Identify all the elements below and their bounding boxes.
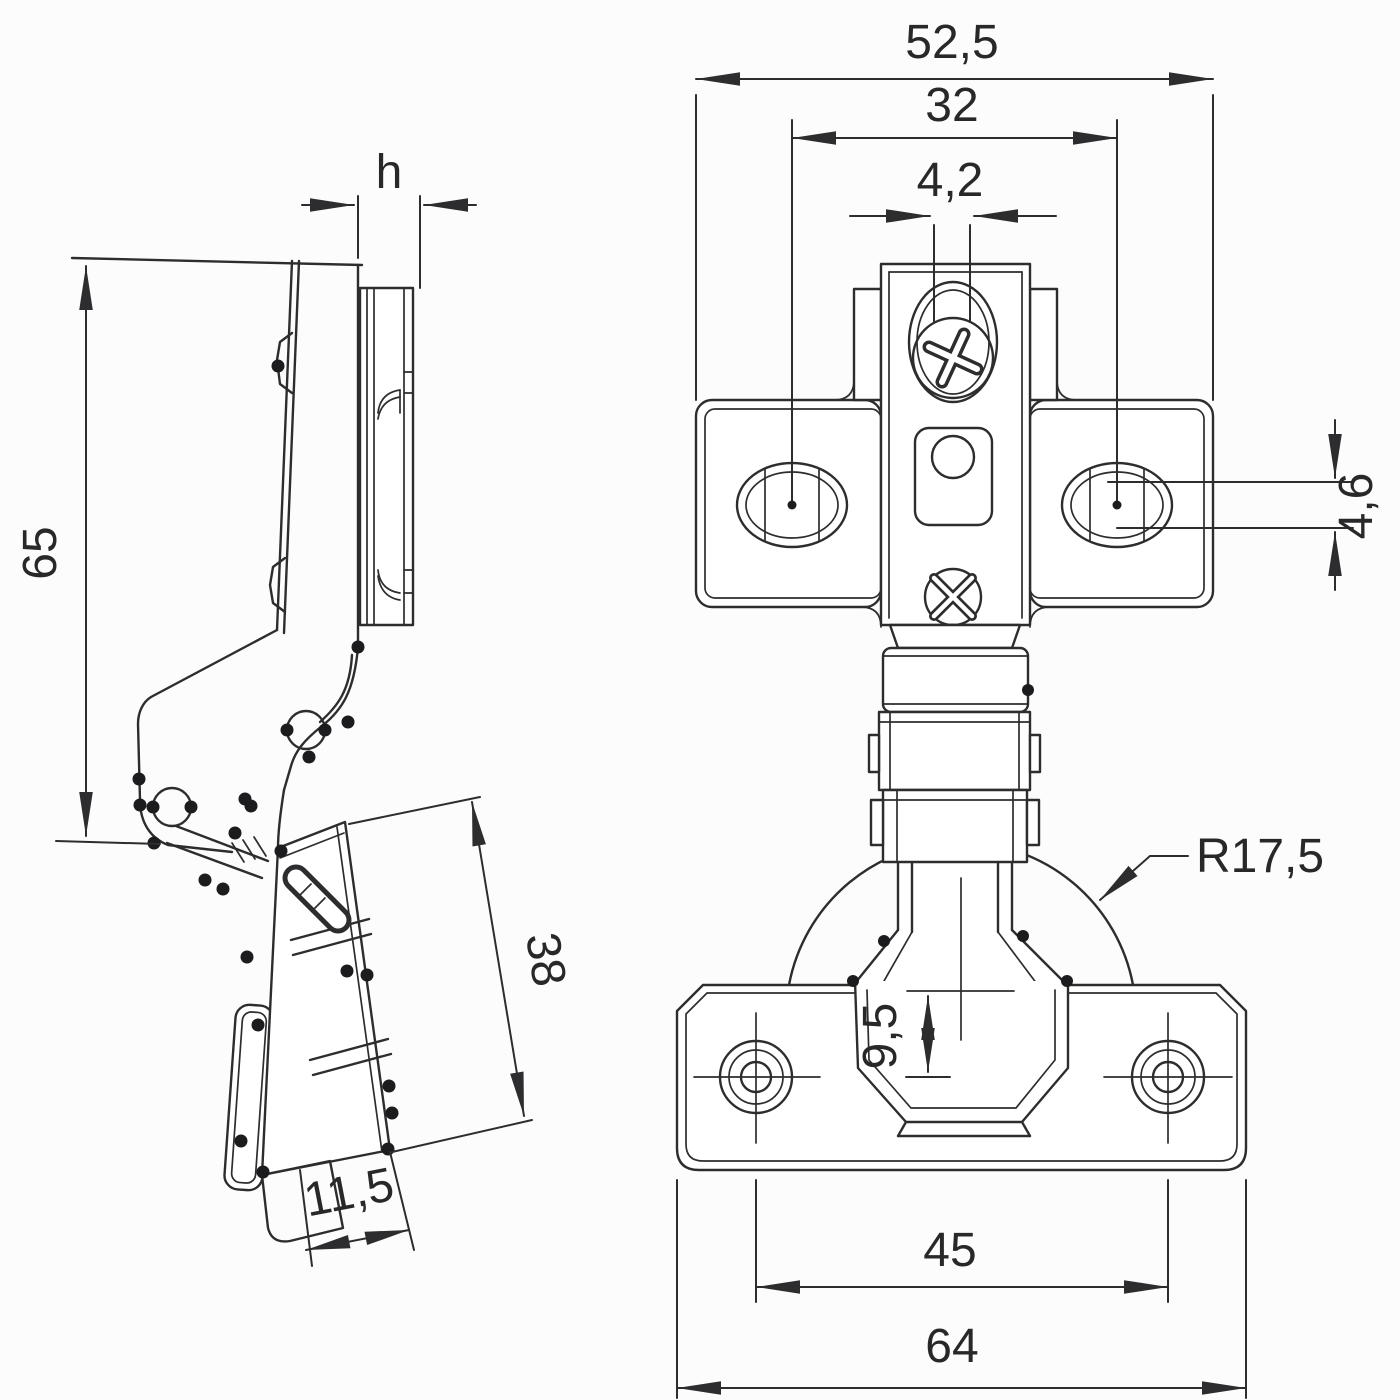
joint-dots-front xyxy=(847,684,1073,987)
front-view: 52,5 32 4,2 4,6 xyxy=(675,16,1383,1399)
cam-hole xyxy=(913,426,994,527)
hinge-arm-neck xyxy=(846,858,1066,989)
dim-overall-width: 52,5 xyxy=(695,16,1214,401)
dim-cup-center-offset-label: 9,5 xyxy=(854,1003,907,1070)
cross-screw-icon xyxy=(923,567,983,627)
dim-overall-height: 65 xyxy=(14,265,161,845)
dim-screw-hole-spacing-label: 32 xyxy=(925,79,978,132)
dim-overall-width-label: 52,5 xyxy=(905,16,998,69)
dim-slot-height: 4,6 xyxy=(1107,419,1383,591)
dim-slot-width: 4,2 xyxy=(849,154,1057,323)
dim-arm-length-label: 38 xyxy=(515,929,576,990)
joint-dots xyxy=(132,359,399,1179)
phillips-screw-icon xyxy=(907,280,999,404)
door-flange xyxy=(675,877,1248,1172)
dim-flange-width: 64 xyxy=(676,1179,1247,1399)
hinge-arm-side xyxy=(136,259,360,880)
cup-opening xyxy=(853,979,1070,1138)
dim-slot-width-label: 4,2 xyxy=(917,154,984,207)
mounting-plate xyxy=(694,262,1215,628)
dim-overall-height-label: 65 xyxy=(14,526,67,579)
dim-flange-width-label: 64 xyxy=(925,1320,978,1373)
dim-slot-height-label: 4,6 xyxy=(1330,473,1383,540)
mounting-plate-profile xyxy=(358,286,415,627)
dim-cup-radius: R17,5 xyxy=(1099,830,1324,901)
dim-arm-length: 38 xyxy=(348,796,576,1153)
door-top-edge xyxy=(70,256,364,267)
dim-plate-height: h xyxy=(301,146,477,289)
flange-screw-hole-right xyxy=(1103,1012,1233,1144)
side-view: h 65 38 11,5 xyxy=(14,146,576,1267)
dim-screw-hole-spacing: 32 xyxy=(787,79,1122,510)
dim-plate-height-label: h xyxy=(376,146,403,199)
flange-screw-hole-left xyxy=(693,1012,821,1144)
dim-flange-screw-spacing-label: 45 xyxy=(923,1224,976,1277)
dim-cup-center-offset: 9,5 xyxy=(854,995,951,1078)
dim-cup-radius-label: R17,5 xyxy=(1196,830,1324,883)
dim-cup-depth: 11,5 xyxy=(299,1151,415,1267)
dim-cup-depth-label: 11,5 xyxy=(300,1158,398,1227)
hinge-arm-front xyxy=(867,623,1042,864)
dim-flange-screw-spacing: 45 xyxy=(755,1179,1169,1303)
